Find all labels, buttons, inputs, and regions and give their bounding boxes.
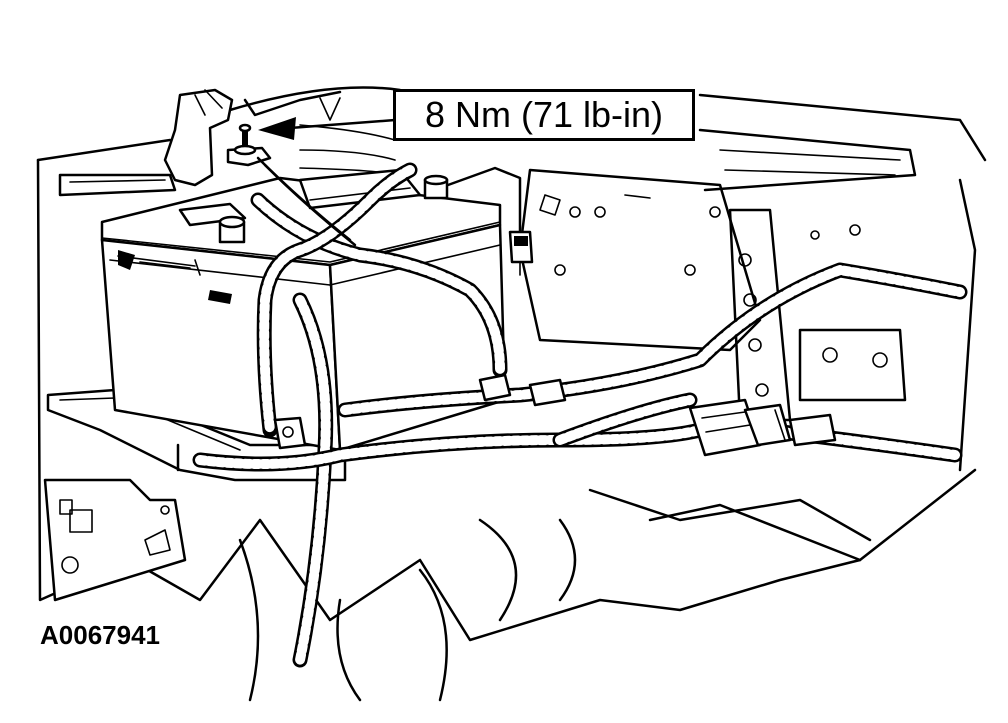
wiring-harness	[192, 156, 968, 668]
harness-connector	[688, 398, 837, 457]
torque-spec-label: 8 Nm (71 lb-in)	[424, 94, 664, 135]
engine-bay-background	[36, 86, 987, 702]
ground-bracket	[163, 88, 272, 187]
arrow-icon	[258, 117, 397, 140]
torque-spec-callout: 8 Nm (71 lb-in)	[393, 89, 695, 141]
sensor-connector	[508, 230, 534, 276]
harness-clips	[273, 373, 567, 450]
bracket-plate	[43, 478, 187, 602]
figure-id-label: A0067941	[40, 620, 160, 650]
